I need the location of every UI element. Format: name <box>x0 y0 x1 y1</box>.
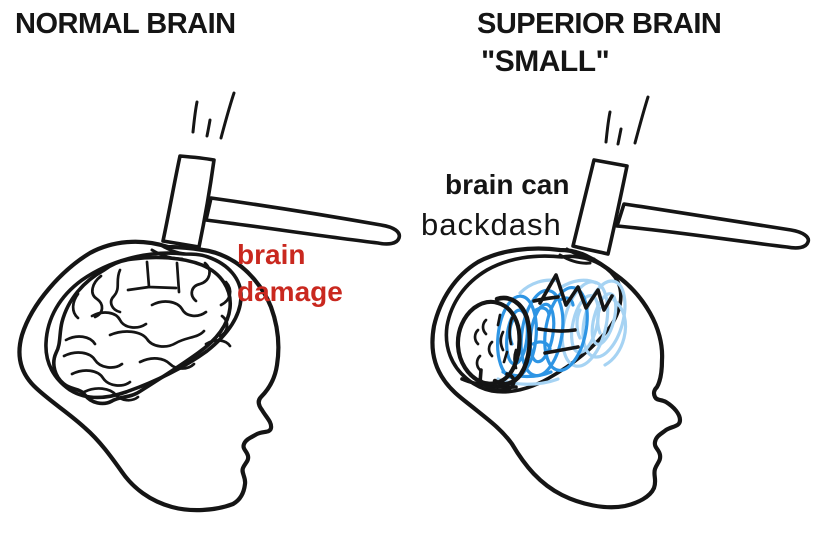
brain-damage-caption-line1: brain <box>237 239 306 270</box>
left-hammer-handle <box>204 196 402 246</box>
right-brain-drawing <box>455 295 532 393</box>
right-brain-bottom-curl <box>479 372 516 393</box>
left-head-outline <box>17 239 281 513</box>
right-hammer-motion-lines <box>604 95 650 146</box>
right-hammer-head <box>571 158 629 256</box>
left-hammer-contact-scratch2 <box>150 248 184 261</box>
right-skull-inner-line <box>444 254 623 394</box>
right-brain-front-band <box>492 295 532 387</box>
right-panel-subtitle: "SMALL" <box>481 45 610 78</box>
brain-damage-caption-line2: damage <box>237 276 343 307</box>
right-panel-title: SUPERIOR BRAIN <box>477 8 722 40</box>
normal-brain-figure <box>17 91 402 513</box>
brain-damage-caption: brain damage <box>237 236 343 310</box>
left-panel-title: NORMAL BRAIN <box>15 8 236 40</box>
right-hammer-handle <box>615 202 811 250</box>
left-brain-gyri <box>62 260 232 402</box>
left-brain-outline <box>52 255 232 406</box>
left-hammer-drawing <box>150 154 402 261</box>
left-skull-inner-line <box>44 251 243 400</box>
left-hammer-head <box>161 154 216 249</box>
superior-brain-figure <box>430 95 811 510</box>
right-speed-lines <box>532 295 580 355</box>
right-hammer-drawing <box>558 158 811 265</box>
right-hammer-contact-scratch <box>565 247 596 261</box>
brain-can-caption: brain can <box>445 169 570 200</box>
right-head-outline <box>430 246 683 510</box>
impact-crack <box>538 273 614 312</box>
left-hammer-motion-lines <box>191 91 236 140</box>
right-hammer-contact-scratch2 <box>558 253 592 265</box>
left-hammer-contact-scratch <box>157 242 188 256</box>
backdash-caption: backdash <box>421 207 562 242</box>
